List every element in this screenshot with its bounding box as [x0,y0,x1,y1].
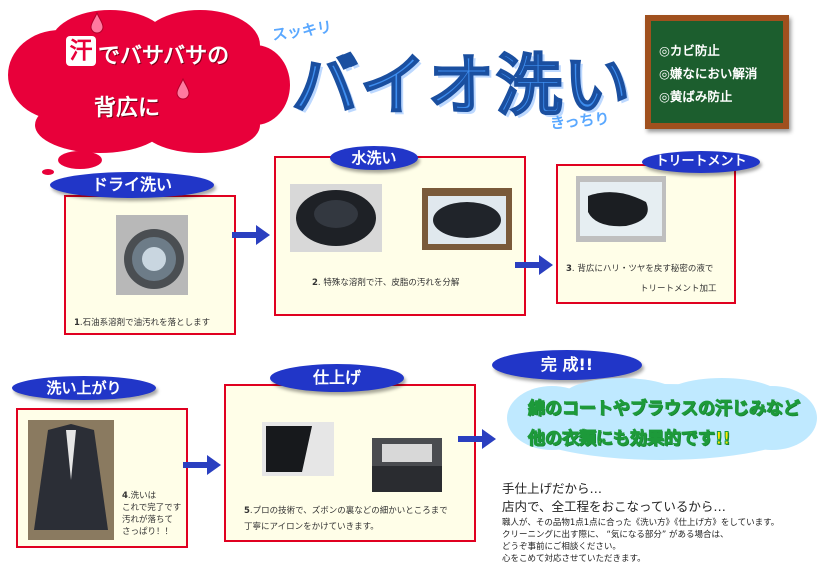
sweat-kanji-box: 汗 [66,36,96,66]
arrow-right-icon [183,455,221,475]
step-number: 3 [566,264,572,274]
red-cloud [8,10,290,175]
board-item: ◎嫌なにおい解消 [659,66,758,81]
bubble-water: 水洗い [330,146,418,170]
bubble-treatment: トリートメント [642,151,760,173]
bubble-dry: ドライ洗い [50,172,214,198]
step-treatment-panel: 3. 背広にハリ・ツヤを戻す秘密の液で トリートメント加工 [556,164,736,304]
bubble-complete: 完 成!! [492,350,642,380]
step-caption: トリートメント加工 [640,284,717,294]
kicchiri-text: きっちり [549,109,611,133]
hero-line1: でバサバサの [98,44,230,69]
bubble-finish: 仕上げ [270,364,404,392]
treatment-photo [576,176,666,242]
footer-line: 心をこめて対応させていただきます。 [502,554,646,564]
step-number: 4 [122,491,128,501]
water-photo-2 [422,188,512,250]
footer-line: 手仕上げだから… [502,481,603,496]
footer-text: 手仕上げだから… 店内で、全工程をおこなっているから… 職人が、その品物1点1点… [502,480,822,565]
banner-line1: 綿のコートやブラウスの汗じみなど [528,399,801,420]
footer-line: 店内で、全工程をおこなっているから… [502,499,726,514]
step-number: 2 [312,278,318,288]
finish-photo-1 [262,422,334,476]
step-number: 1 [74,318,80,328]
step-water-panel: 2. 特殊な溶剤で汗、皮脂の汚れを分解 [274,156,526,316]
blue-cloud [507,378,817,460]
footer-line: クリーニングに出す際に、 “気になる部分” がある場合は、 [502,530,729,540]
board-item: ◎黄ばみ防止 [659,89,733,104]
board-item: ◎カビ防止 [659,43,720,58]
step-rinse-panel: 4.洗いは これで完了です 汚れが落ちて さっぱり！！ [16,408,188,548]
step-caption: さっぱり！！ [122,527,174,537]
step-caption: .洗いは [127,491,157,501]
drop-icon [176,78,190,100]
water-photo-1 [290,184,382,252]
drop-icon [90,12,104,34]
banner-line2: 他の衣類にも効果的です!! [528,429,732,450]
suit-photo [28,420,114,540]
step-caption: . 特殊な溶剤で汗、皮脂の汚れを分解 [317,278,460,288]
step-caption: これで完了です [122,503,182,513]
step-number: 5 [244,506,250,516]
step-caption: 丁寧にアイロンをかけていきます。 [244,522,379,532]
main-title: バイオ洗い [291,46,632,125]
arrow-right-icon [232,225,270,245]
hero-line2: 背広に [94,96,161,121]
step-dry-panel: 1.石油系溶剤で油汚れを落とします [64,195,236,335]
arrow-right-icon [515,255,553,275]
step-caption: .プロの技術で、ズボンの裏などの細かいところまで [249,506,448,516]
step-finish-panel: 5.プロの技術で、ズボンの裏などの細かいところまで 丁寧にアイロンをかけていきま… [224,384,476,542]
step-caption: 汚れが落ちて [122,515,174,525]
chalkboard: ◎カビ防止 ◎嫌なにおい解消 ◎黄ばみ防止 [645,15,789,129]
footer-line: どうぞ事前にご相談ください。 [502,542,621,552]
step-caption: .石油系溶剤で油汚れを落とします [79,318,211,328]
bubble-rinse: 洗い上がり [12,376,156,400]
footer-line: 職人が、その品物1点1点に合った《洗い方》《仕上げ方》をしています。 [502,518,780,528]
finish-photo-2 [372,438,442,492]
step-caption: . 背広にハリ・ツヤを戻す秘密の液で [571,264,714,274]
arrow-right-icon [458,429,496,449]
washer-photo [116,215,188,295]
